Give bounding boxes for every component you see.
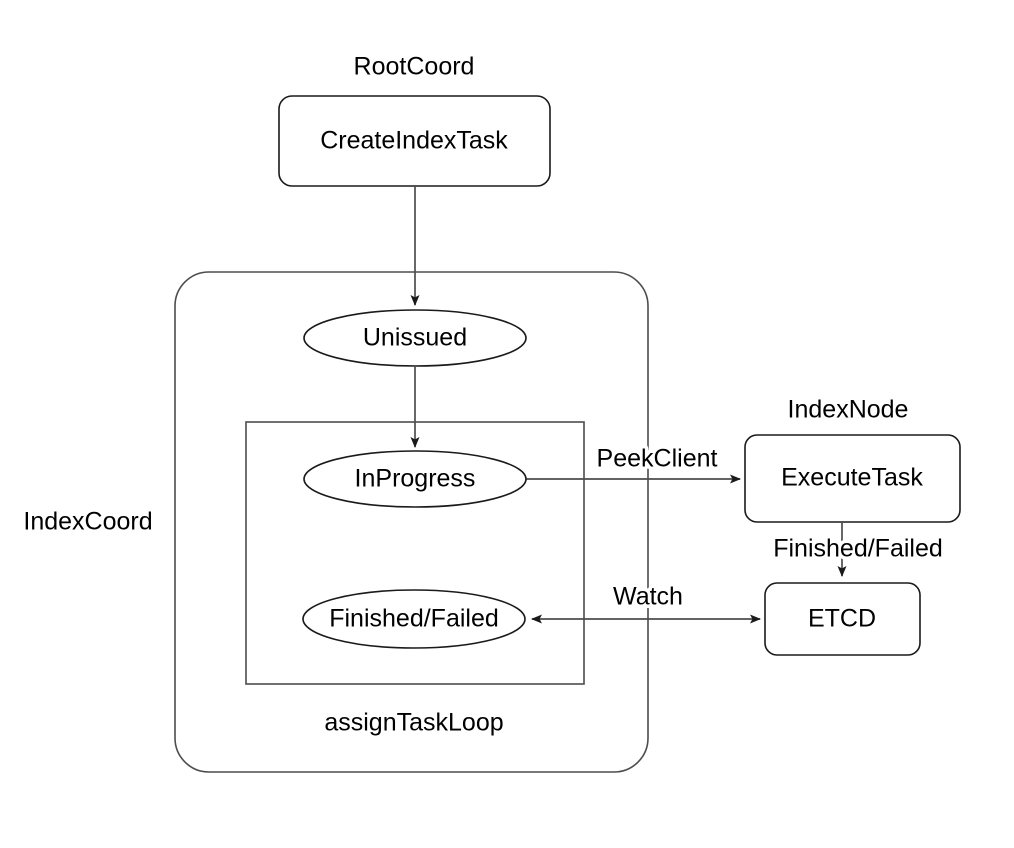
inprogress-ellipse[interactable] xyxy=(303,450,527,508)
group-label-rootcoord: RootCoord xyxy=(354,53,475,81)
group-label-assigntaskloop: assignTaskLoop xyxy=(324,709,503,737)
finished-failed-ellipse[interactable] xyxy=(302,589,526,649)
inprogress-label: InProgress xyxy=(355,465,476,493)
node-finished-failed[interactable]: Finished/Failed xyxy=(302,589,526,649)
edge-label-finished-failed: Finished/Failed xyxy=(773,535,943,563)
group-label-indexnode: IndexNode xyxy=(788,396,909,424)
node-etcd[interactable]: ETCD xyxy=(764,582,921,656)
group-label-indexcoord: IndexCoord xyxy=(23,508,152,536)
node-create-index-task[interactable]: CreateIndexTask xyxy=(278,95,551,187)
create-index-task-label: CreateIndexTask xyxy=(320,127,508,155)
group-container-indexcoord xyxy=(174,271,649,773)
edge-label-peekclient: PeekClient xyxy=(597,445,718,473)
finished-failed-label: Finished/Failed xyxy=(329,605,499,633)
execute-task-box[interactable] xyxy=(744,434,961,523)
node-unissued[interactable]: Unissued xyxy=(303,309,527,367)
node-execute-task[interactable]: ExecuteTask xyxy=(744,434,961,523)
etcd-box[interactable] xyxy=(764,582,921,656)
edge-label-watch: Watch xyxy=(613,583,683,611)
unissued-label: Unissued xyxy=(363,324,467,352)
execute-task-label: ExecuteTask xyxy=(781,464,923,492)
etcd-label: ETCD xyxy=(808,605,876,633)
node-inprogress[interactable]: InProgress xyxy=(303,450,527,508)
